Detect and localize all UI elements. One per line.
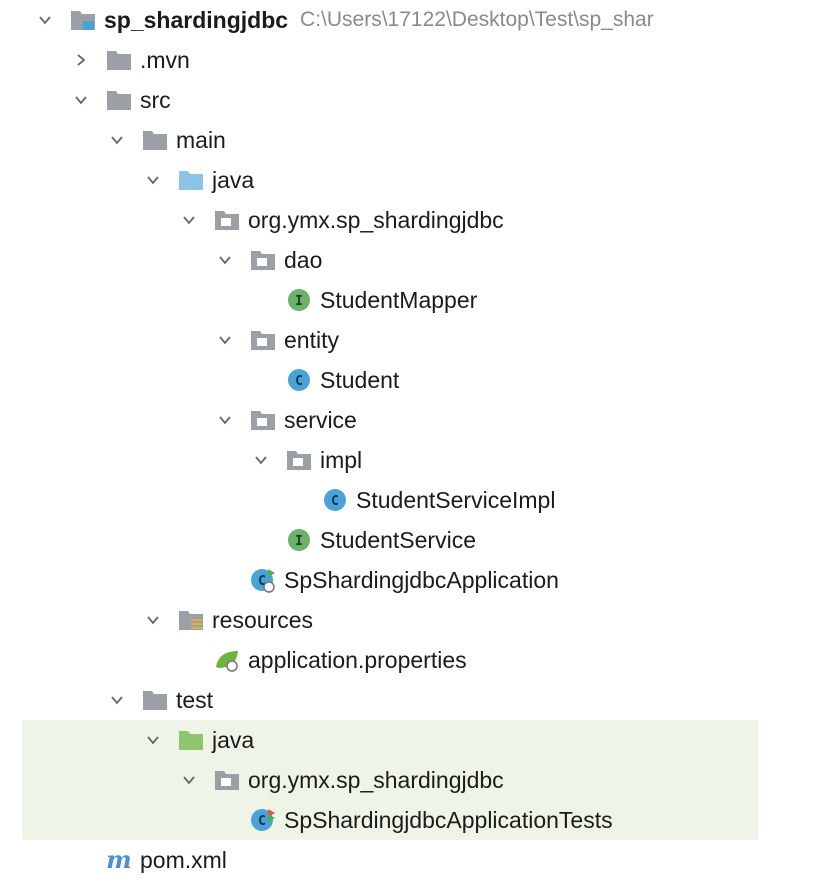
tree-node-label: SpShardingjdbcApplicationTests <box>284 806 613 833</box>
tree-node-label: test <box>176 686 214 713</box>
folder-icon <box>140 687 170 713</box>
package-icon <box>212 767 242 793</box>
chevron-down-icon[interactable] <box>34 9 56 31</box>
interface-icon: I <box>284 527 314 553</box>
folder-icon <box>104 47 134 73</box>
project-path: C:\Users\17122\Desktop\Test\sp_shar <box>300 8 654 31</box>
chevron-down-icon[interactable] <box>214 329 236 351</box>
tree-node-label: service <box>284 406 357 433</box>
chevron-down-icon[interactable] <box>214 409 236 431</box>
spring-boot-class-icon: C <box>248 567 278 593</box>
tree-node-project-root[interactable]: sp_shardingjdbc C:\Users\17122\Desktop\T… <box>0 0 832 40</box>
tree-node-student-service-impl[interactable]: C StudentServiceImpl <box>0 480 832 520</box>
java-source-folder-icon <box>176 167 206 193</box>
java-test-folder-icon <box>176 727 206 753</box>
spring-properties-icon <box>212 647 242 673</box>
chevron-down-icon[interactable] <box>250 449 272 471</box>
svg-text:m: m <box>106 847 131 873</box>
chevron-down-icon[interactable] <box>214 249 236 271</box>
package-icon <box>212 207 242 233</box>
tree-node-test[interactable]: test <box>0 680 832 720</box>
resources-folder-icon <box>176 607 206 633</box>
chevron-down-icon[interactable] <box>142 729 164 751</box>
tree-node-label: java <box>212 166 255 193</box>
package-icon <box>248 247 278 273</box>
tree-node-main-java[interactable]: java <box>0 160 832 200</box>
tree-node-student[interactable]: C Student <box>0 360 832 400</box>
chevron-down-icon[interactable] <box>142 169 164 191</box>
tree-node-label: org.ymx.sp_shardingjdbc <box>248 766 504 793</box>
chevron-down-icon[interactable] <box>178 209 200 231</box>
tree-node-label: dao <box>284 246 323 273</box>
chevron-down-icon[interactable] <box>142 609 164 631</box>
tree-node-student-mapper[interactable]: I StudentMapper <box>0 280 832 320</box>
tree-node-label: StudentService <box>320 526 476 553</box>
tree-node-application-tests[interactable]: C SpShardingjdbcApplicationTests <box>0 800 832 840</box>
package-icon <box>248 327 278 353</box>
class-icon: C <box>284 367 314 393</box>
tree-node-label: StudentMapper <box>320 286 478 313</box>
tree-node-label: src <box>140 86 171 113</box>
tree-node-pom-xml[interactable]: m pom.xml <box>0 840 832 880</box>
tree-node-label: impl <box>320 446 363 473</box>
tree-node-application-class[interactable]: C SpShardingjdbcApplication <box>0 560 832 600</box>
tree-node-label: application.properties <box>248 646 467 673</box>
spring-test-class-icon: C <box>248 807 278 833</box>
tree-node-label: entity <box>284 326 339 353</box>
package-icon <box>248 407 278 433</box>
svg-text:I: I <box>295 294 303 309</box>
tree-node-label: Student <box>320 366 400 393</box>
tree-node-student-service[interactable]: I StudentService <box>0 520 832 560</box>
folder-icon <box>140 127 170 153</box>
interface-icon: I <box>284 287 314 313</box>
tree-node-label: main <box>176 126 226 153</box>
tree-node-mvn[interactable]: .mvn <box>0 40 832 80</box>
svg-text:C: C <box>295 374 303 389</box>
chevron-down-icon[interactable] <box>178 769 200 791</box>
tree-node-test-java[interactable]: java <box>0 720 832 760</box>
tree-node-test-package[interactable]: org.ymx.sp_shardingjdbc <box>0 760 832 800</box>
tree-node-service[interactable]: service <box>0 400 832 440</box>
tree-node-label: .mvn <box>140 46 190 73</box>
tree-node-label: StudentServiceImpl <box>356 486 556 513</box>
chevron-right-icon[interactable] <box>70 49 92 71</box>
tree-node-entity[interactable]: entity <box>0 320 832 360</box>
tree-node-src[interactable]: src <box>0 80 832 120</box>
tree-node-main-package[interactable]: org.ymx.sp_shardingjdbc <box>0 200 832 240</box>
svg-text:I: I <box>295 534 303 549</box>
svg-text:C: C <box>258 574 266 589</box>
folder-icon <box>104 87 134 113</box>
tree-node-label: java <box>212 726 255 753</box>
tree-node-dao[interactable]: dao <box>0 240 832 280</box>
chevron-down-icon[interactable] <box>106 689 128 711</box>
chevron-down-icon[interactable] <box>106 129 128 151</box>
tree-node-label: SpShardingjdbcApplication <box>284 566 559 593</box>
svg-text:C: C <box>331 494 339 509</box>
tree-node-label: resources <box>212 606 313 633</box>
tree-node-label: pom.xml <box>140 846 227 873</box>
svg-text:C: C <box>258 814 266 829</box>
chevron-down-icon[interactable] <box>70 89 92 111</box>
tree-node-label: org.ymx.sp_shardingjdbc <box>248 206 504 233</box>
tree-node-application-properties[interactable]: application.properties <box>0 640 832 680</box>
tree-node-impl[interactable]: impl <box>0 440 832 480</box>
class-icon: C <box>320 487 350 513</box>
project-folder-icon <box>68 7 98 33</box>
maven-pom-icon: m <box>104 847 134 873</box>
package-icon <box>284 447 314 473</box>
tree-node-main[interactable]: main <box>0 120 832 160</box>
tree-node-resources[interactable]: resources <box>0 600 832 640</box>
project-name: sp_shardingjdbc <box>104 6 289 33</box>
